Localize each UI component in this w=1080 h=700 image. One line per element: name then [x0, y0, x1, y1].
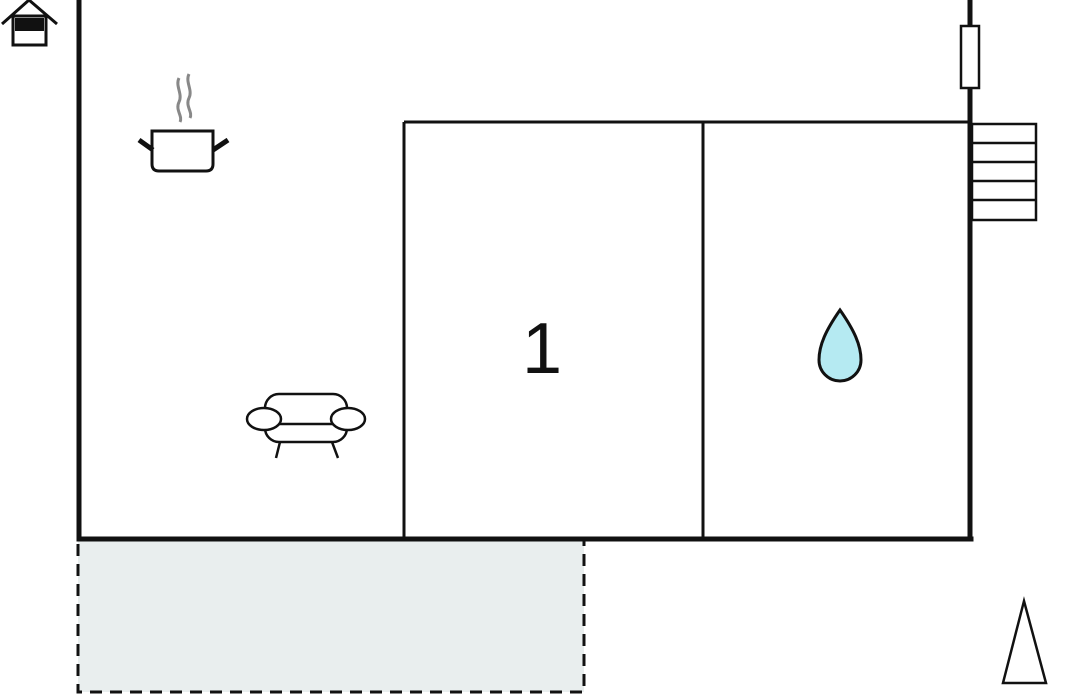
window-icon	[959, 24, 981, 90]
terrace-area	[76, 538, 586, 694]
stairs-icon	[970, 122, 1038, 222]
house-entrance-icon	[1, 0, 58, 47]
north-arrow-icon	[1001, 596, 1048, 685]
outer-walls	[76, 0, 974, 542]
interior-walls	[402, 120, 970, 539]
room-number-label: 1	[522, 309, 562, 389]
water-drop-icon	[817, 307, 863, 383]
sofa-icon	[245, 392, 367, 459]
cooking-pot-icon	[137, 73, 230, 173]
